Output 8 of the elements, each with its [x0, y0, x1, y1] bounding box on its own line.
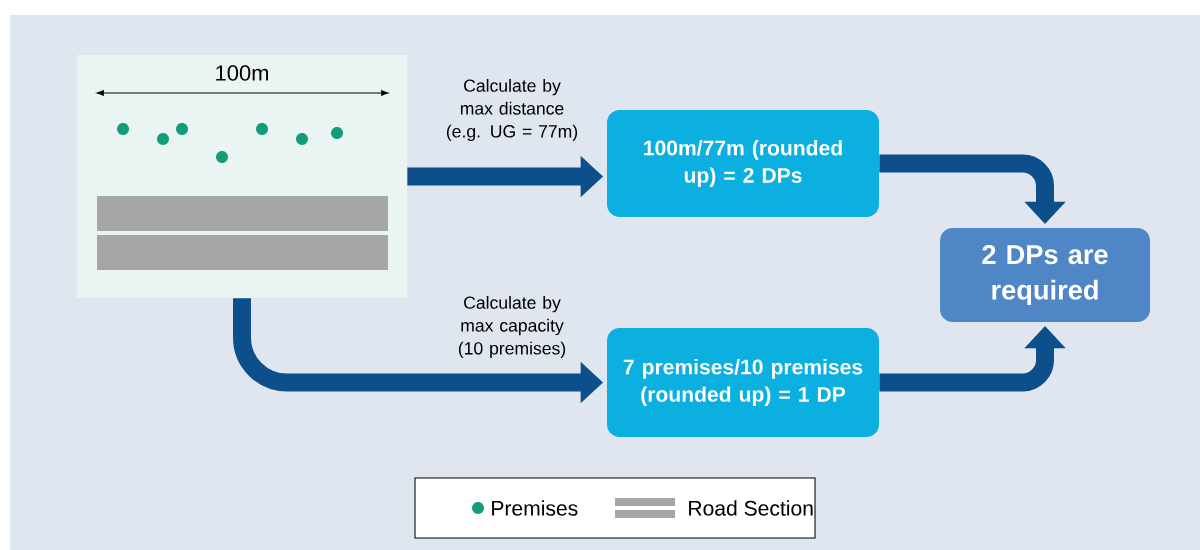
legend-label: Premises	[492, 500, 578, 516]
edge-label: Calculate by max distance (e.g. UG = 77m)	[446, 78, 578, 142]
legend-label: Road Section	[689, 500, 813, 516]
edge-label: Calculate by max capacity (10 premises)	[458, 295, 566, 359]
dimension-label: 100m	[216, 65, 268, 81]
process-box: 100m/77m (rounded up) = 2 DPs	[607, 110, 879, 217]
process-box: 7 premises/10 premises (rounded up) = 1 DP	[607, 328, 879, 437]
result-box: 2 DPs are required	[940, 228, 1150, 322]
